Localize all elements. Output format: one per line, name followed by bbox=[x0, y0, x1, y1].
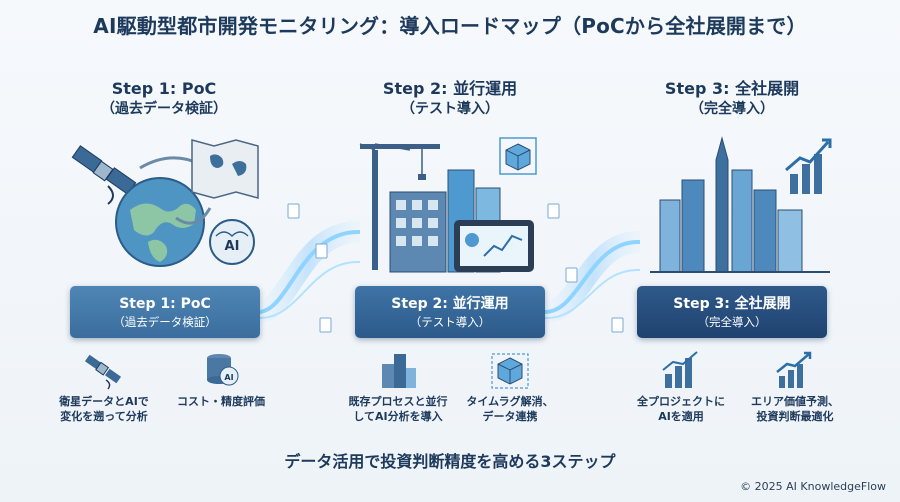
step3-header-subtitle: （完全導入） bbox=[690, 101, 774, 117]
step2-illustration bbox=[359, 137, 537, 273]
step3-subitem-1-line1: 全プロジェクトに bbox=[637, 395, 725, 408]
ai-badge-text: AI bbox=[224, 373, 233, 382]
step1-illustration: AI bbox=[71, 139, 259, 267]
cube-icon bbox=[491, 353, 529, 389]
step3-box-title: Step 3: 全社展開 bbox=[673, 295, 791, 312]
ai-brain-icon: AI bbox=[209, 219, 255, 265]
step1-header-title: Step 1: PoC bbox=[111, 79, 217, 98]
step2-header-subtitle: （テスト導入） bbox=[401, 101, 499, 117]
step1-subitem-2-line1: コスト・精度評価 bbox=[177, 395, 265, 408]
step3-header-title: Step 3: 全社展開 bbox=[664, 79, 800, 98]
copyright: © 2025 AI KnowledgeFlow bbox=[740, 480, 886, 493]
step1-header: Step 1: PoC （過去データ検証） bbox=[64, 78, 264, 120]
step2-subitem-1-line1: 既存プロセスと並行 bbox=[348, 395, 448, 408]
step1-subitem-2: AI コスト・精度評価 bbox=[166, 350, 276, 409]
step2-subitem-2-line1: タイムラグ解消、 bbox=[466, 395, 554, 408]
step2-box-subtitle: （テスト導入） bbox=[409, 314, 491, 329]
step2-box: Step 2: 並行運用 （テスト導入） bbox=[355, 286, 545, 338]
growth-chart-icon bbox=[776, 351, 812, 388]
step1-subitem-1-line2: 変化を遡って分析 bbox=[60, 410, 148, 423]
rising-chart-icon bbox=[785, 138, 832, 194]
step3-subitem-2: エリア価値予測、 投資判断最適化 bbox=[740, 350, 850, 424]
step2-subitem-1: 既存プロセスと並行 してAI分析を導入 bbox=[336, 350, 460, 424]
step2-header-title: Step 2: 並行運用 bbox=[382, 79, 518, 98]
tablet-chart-icon bbox=[454, 220, 534, 272]
step2-subitem-2: タイムラグ解消、 データ連携 bbox=[460, 350, 560, 424]
step2-subitem-1-line2: してAI分析を導入 bbox=[353, 410, 443, 423]
step3-subitem-1-line2: AIを適用 bbox=[658, 410, 704, 423]
step2-box-title: Step 2: 並行運用 bbox=[391, 295, 509, 312]
step1-box-title: Step 1: PoC bbox=[119, 295, 211, 312]
footer-tagline: データ活用で投資判断精度を高める3ステップ bbox=[284, 452, 616, 471]
step3-box-subtitle: （完全導入） bbox=[697, 314, 767, 329]
step1-box: Step 1: PoC （過去データ検証） bbox=[70, 286, 260, 338]
crane-icon bbox=[359, 143, 440, 270]
step2-header: Step 2: 並行運用 （テスト導入） bbox=[350, 78, 550, 120]
page-title: AI駆動型都市開発モニタリング：導入ロードマップ（PoCから全社展開まで） bbox=[93, 14, 807, 38]
satellite-icon bbox=[71, 145, 137, 205]
skyline-icon bbox=[650, 136, 830, 273]
step1-box-subtitle: （過去データ検証） bbox=[113, 314, 217, 329]
step3-header: Step 3: 全社展開 （完全導入） bbox=[632, 78, 832, 120]
step1-subitem-1-line1: 衛星データとAIで bbox=[59, 395, 149, 408]
step1-header-subtitle: （過去データ検証） bbox=[101, 101, 227, 117]
step2-subitem-2-line2: データ連携 bbox=[482, 410, 538, 423]
step3-subitem-1: 全プロジェクトに AIを適用 bbox=[626, 350, 736, 424]
map-icon bbox=[191, 139, 259, 199]
step3-box: Step 3: 全社展開 （完全導入） bbox=[637, 286, 827, 338]
satellite-icon bbox=[84, 354, 122, 390]
step3-subitem-2-line2: 投資判断最適化 bbox=[756, 410, 834, 423]
step1-subitem-1: 衛星データとAIで 変化を遡って分析 bbox=[52, 350, 156, 424]
step3-illustration bbox=[650, 136, 832, 273]
step3-subitem-2-line1: エリア価値予測、 bbox=[751, 395, 839, 408]
database-ai-icon: AI bbox=[207, 354, 239, 386]
globe-icon bbox=[115, 177, 205, 267]
cube-icon bbox=[499, 137, 537, 175]
ai-badge-text: AI bbox=[225, 239, 240, 254]
bar-chart-icon bbox=[662, 351, 698, 388]
buildings-icon bbox=[382, 354, 416, 388]
